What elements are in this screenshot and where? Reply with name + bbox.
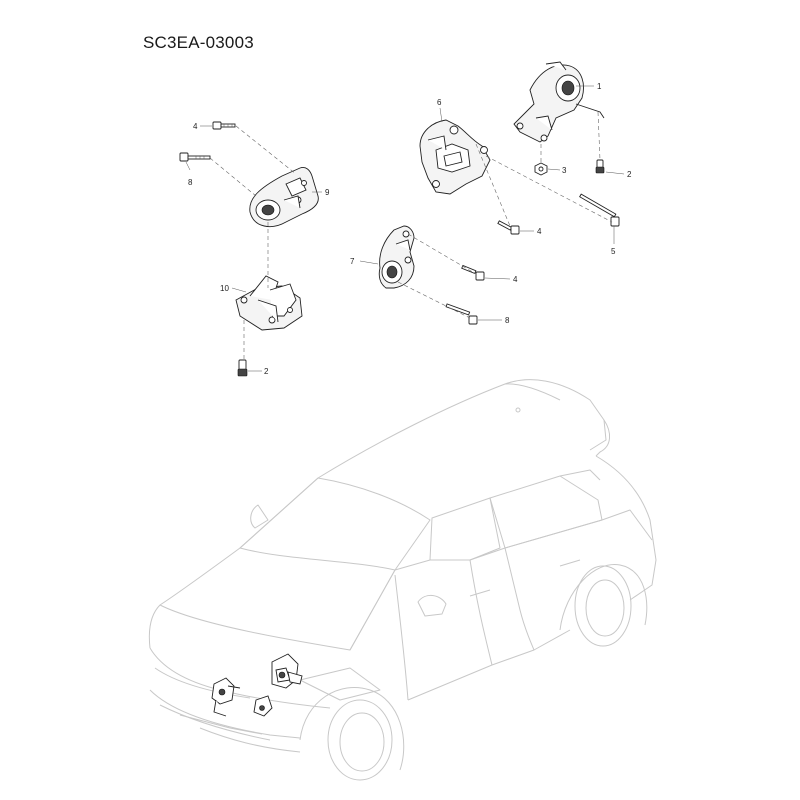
bolt-8-part7: [445, 303, 478, 325]
part-1-engine-mount: [513, 61, 605, 143]
callout-7: 7: [350, 257, 355, 266]
vehicle-outline: [148, 379, 657, 781]
callout-3: 3: [562, 166, 567, 175]
bolt-5-long: [579, 193, 620, 227]
installed-mount-illustration: [211, 653, 303, 717]
callout-8-upper-left: 8: [188, 178, 193, 187]
callout-10: 10: [220, 284, 229, 293]
assembly-guide-lines: [209, 111, 613, 360]
part-6-bracket: [419, 119, 491, 195]
diagram-code: SC3EA-03003: [143, 33, 254, 52]
callout-4-upper-left: 4: [193, 122, 198, 131]
callout-4-part7: 4: [513, 275, 518, 284]
callout-leaders: [185, 85, 625, 372]
callout-8-part7: 8: [505, 316, 510, 325]
bolt-4-part6: [497, 220, 520, 235]
callout-2-upper-right: 2: [627, 170, 632, 179]
callout-5: 5: [611, 247, 616, 256]
nut-3: [534, 162, 548, 176]
callout-2-lower-left: 2: [264, 367, 269, 376]
bolt-4-upper-left: [212, 121, 236, 130]
part-7-engine-mount: [378, 225, 415, 289]
part-9-engine-mount: [249, 167, 319, 228]
callout-6: 6: [437, 98, 442, 107]
bolt-2-upper-right: [595, 159, 605, 174]
bolt-8-upper-left: [179, 152, 211, 162]
callout-9: 9: [325, 188, 330, 197]
part-10-mount-bracket: [235, 275, 303, 331]
callout-4-part6: 4: [537, 227, 542, 236]
callout-1: 1: [597, 82, 602, 91]
bolt-2-lower-left: [237, 359, 248, 377]
